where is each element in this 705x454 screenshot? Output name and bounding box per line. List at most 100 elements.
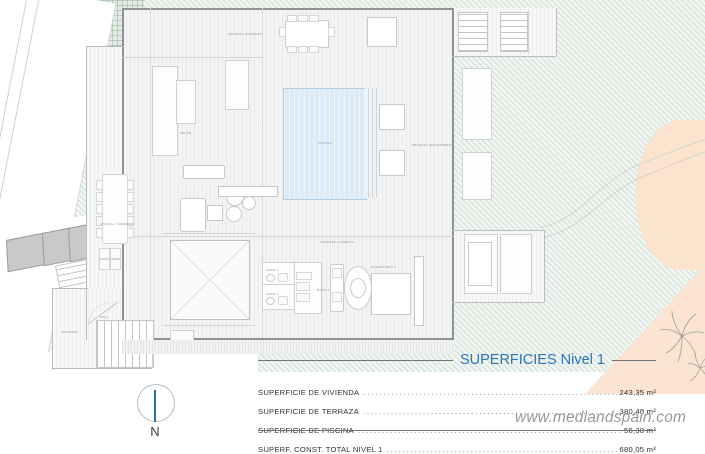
garden-path-curve: [540, 139, 705, 239]
kitchen-unit-3: [99, 259, 110, 270]
dining-chair-1: [96, 180, 103, 190]
pool-coping-line-3: [376, 88, 377, 198]
side-table: [242, 196, 256, 210]
kitchen-island: [218, 186, 278, 197]
kitchen-unit-4: [110, 259, 121, 270]
armchair-2: [226, 206, 242, 222]
parking-stall-2: [42, 227, 72, 267]
sofa-2: [180, 198, 206, 232]
deck-strip-south: [122, 340, 454, 354]
room-salon-west-wall: [152, 66, 178, 156]
dining-chair-3: [96, 204, 103, 214]
coffee-table: [207, 205, 223, 221]
outdoor-chair-7: [279, 27, 286, 37]
dining-chair-5: [96, 228, 103, 238]
sink-fixture-1: [266, 274, 275, 282]
outdoor-chair-3: [309, 15, 319, 22]
legend-dots-1: ........................................…: [363, 388, 617, 397]
sliding-door-east: [414, 256, 424, 326]
kitchen-unit-1: [99, 248, 110, 259]
dining-chair-9: [127, 216, 134, 226]
dining-chair-8: [127, 204, 134, 214]
legend-label-terraza: SUPERFICIE DE TERRAZA: [258, 407, 359, 416]
legend-row-terraza: SUPERFICIE DE TERRAZA ..................…: [258, 397, 656, 416]
wall-east-main: [452, 8, 454, 340]
dining-chair-10: [127, 228, 134, 238]
wall-north-house: [86, 46, 124, 48]
outdoor-dining-table: [285, 20, 329, 48]
legend-dots-2: ........................................…: [362, 407, 617, 416]
divider-line-2: [262, 8, 263, 338]
outdoor-chair-2: [298, 15, 308, 22]
swimming-pool: [283, 88, 367, 200]
divider-line-3: [122, 236, 454, 237]
label-terraza-cubierta-2: TERRAZA CUBIERTA: [320, 240, 354, 244]
shower-unit-1: [332, 268, 342, 278]
lounge-furniture-top: [367, 17, 397, 47]
legend-rule-left: [258, 359, 453, 361]
toilet-fixture-1: [278, 273, 288, 282]
compass-ring: [137, 384, 175, 422]
watermark: www.medlandspain.com: [515, 409, 687, 426]
sink-fixture-2: [266, 297, 275, 305]
legend-label-total: SUPERF. CONST. TOTAL NIVEL 1: [258, 445, 383, 454]
compass-north-icon: N: [131, 384, 179, 446]
divider-line-1: [150, 8, 151, 340]
outdoor-chair-8: [328, 27, 335, 37]
toilet-fixture-2: [278, 296, 288, 305]
dining-chair-7: [127, 192, 134, 202]
courtyard-skylight: [170, 240, 250, 320]
wall-west-house: [86, 46, 88, 340]
legend-title-row: SUPERFICIES Nivel 1: [258, 350, 656, 370]
pool-coping-line-1: [368, 88, 369, 198]
label-bano-1: BAÑO 1: [317, 288, 330, 292]
entrance-door-swing: [87, 301, 119, 325]
legend-row-vivienda: SUPERFICIE DE VIVIENDA .................…: [258, 378, 656, 397]
label-salon: SALÓN: [180, 131, 192, 135]
label-terraza-cubierta: TERRAZA CUBIERTA: [228, 32, 262, 36]
legend-title: SUPERFICIES Nivel 1: [459, 352, 605, 368]
poolside-lounger-2: [379, 150, 405, 176]
wall-upper-right-south: [452, 56, 556, 58]
upper-right-room-2: [462, 152, 492, 200]
wardrobe-2: [296, 282, 310, 291]
legend-label-vivienda: SUPERFICIE DE VIVIENDA: [258, 388, 360, 397]
label-dormitorio-1: DORMITORIO 1: [371, 265, 397, 269]
wall-lower-right-east: [544, 230, 546, 302]
legend-bottom-rule: [258, 430, 656, 431]
palm-tree-icon-2: [688, 352, 705, 382]
outdoor-chair-1: [287, 15, 297, 22]
wall-entrance-south: [52, 368, 152, 370]
shower-unit-2: [332, 292, 342, 302]
exterior-stairs-top-2: [500, 12, 528, 52]
courtyard-edge-top: [163, 233, 255, 234]
legend-value-terraza: 380,40 m²: [619, 407, 656, 416]
wardrobe-3: [296, 293, 310, 302]
poolside-lounger-1: [379, 104, 405, 130]
legend-value-vivienda: 243,35 m²: [619, 388, 656, 397]
bathtub-inner: [350, 278, 366, 298]
bottom-divider-1: [152, 340, 153, 368]
bed-dormitorio-1: [371, 273, 411, 315]
dining-table: [102, 174, 128, 244]
compass-needle: [154, 390, 156, 422]
wall-entrance-west: [52, 288, 54, 370]
exterior-stairs-top-1: [458, 12, 488, 52]
wall-north-main: [122, 8, 454, 10]
label-hall: HALL: [100, 315, 109, 319]
wall-entrance-north: [52, 288, 88, 290]
dining-chair-6: [127, 180, 134, 190]
wall-lower-right-north: [452, 230, 544, 232]
sofa-1: [183, 165, 225, 179]
sand-area-right: [635, 120, 705, 270]
salon-window: [176, 80, 196, 124]
stair-rail-top: [528, 10, 529, 54]
outdoor-chair-6: [309, 46, 319, 53]
right-wing-furniture: [468, 242, 492, 286]
legend-value-total: 680,05 m²: [619, 445, 656, 454]
pool-coping-line-2: [372, 88, 373, 198]
label-cocina-comedor: COCINA - COMEDOR: [100, 222, 134, 226]
right-wing-room-2: [500, 234, 532, 294]
label-terraza-descubierta: TERRAZA DESCUBIERTA: [412, 143, 453, 147]
surfaces-legend: SUPERFICIES Nivel 1 SUPERFICIE DE VIVIEN…: [258, 350, 656, 454]
